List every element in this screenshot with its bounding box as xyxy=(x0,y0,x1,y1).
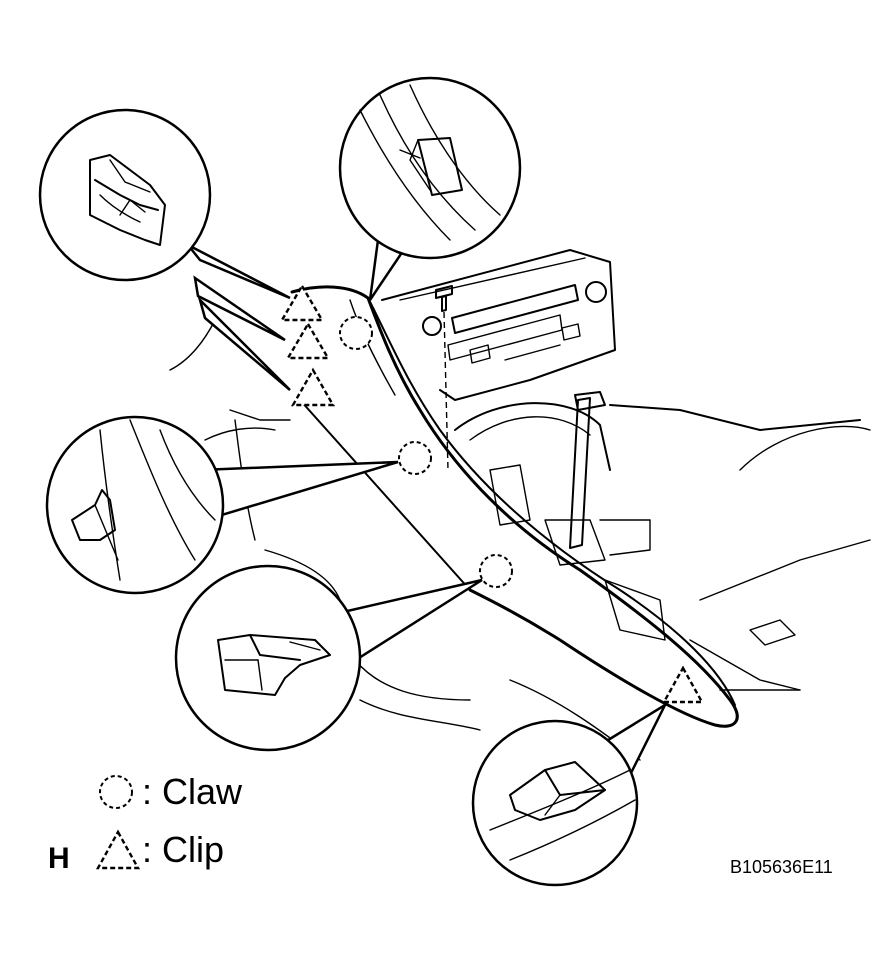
clip-legend-label: : Clip xyxy=(142,829,224,870)
clip-legend-icon xyxy=(95,829,141,870)
console-side-trim-panel xyxy=(290,285,739,728)
claw-detail-callout-top xyxy=(338,76,522,301)
clip-marker-icon xyxy=(661,665,705,704)
clip-detail-callout-top-left xyxy=(38,108,291,391)
claw-legend-label: : Claw xyxy=(142,771,243,812)
side-mark-label: H xyxy=(48,842,70,875)
figure-reference-number: B105636E11 xyxy=(730,857,833,877)
claw-marker-icon xyxy=(398,441,432,475)
legend: : Claw : Clip xyxy=(95,771,243,870)
claw-legend-icon xyxy=(99,775,133,809)
screw-icon xyxy=(435,285,453,471)
claw-marker-icon xyxy=(479,554,513,588)
clip-detail-callout-bottom-right xyxy=(471,701,669,887)
clip-marker-icon xyxy=(290,367,336,407)
claw-detail-callout-left xyxy=(45,415,399,595)
clip-marker-icon xyxy=(285,321,331,360)
claw-detail-callout-lower-left xyxy=(174,564,483,752)
claw-marker-icon xyxy=(339,316,373,350)
clip-marker-icon xyxy=(279,283,325,322)
